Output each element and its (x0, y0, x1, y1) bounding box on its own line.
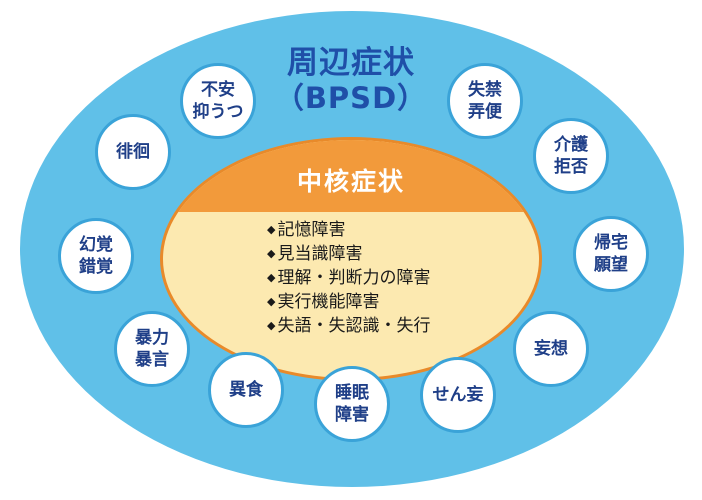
symptom-bubble-care-refusal: 介護 拒否 (533, 118, 609, 194)
core-symptoms-ellipse: 中核症状 ◆記憶障害 ◆見当識障害 ◆理解・判断力の障害 ◆実行機能障害 ◆失語… (160, 137, 542, 381)
peripheral-subtitle: （BPSD） (274, 80, 428, 115)
peripheral-title-block: 周辺症状 （BPSD） (226, 45, 476, 115)
core-title-band (163, 140, 539, 212)
symptom-bubble-delirium: せん妄 (420, 357, 496, 433)
core-symptom-list: ◆記憶障害 ◆見当識障害 ◆理解・判断力の障害 ◆実行機能障害 ◆失語・失認識・… (267, 218, 430, 338)
core-symptom-item: ◆記憶障害 (267, 220, 346, 240)
core-symptom-item: ◆失語・失認識・失行 (267, 316, 431, 336)
symptom-bubble-sleep-disorder: 睡眠 障害 (314, 366, 390, 442)
symptom-bubble-hallucination: 幻覚 錯覚 (58, 218, 134, 294)
core-symptom-item: ◆理解・判断力の障害 (267, 268, 431, 288)
symptom-bubble-pica: 異食 (208, 352, 284, 428)
core-symptom-item: ◆実行機能障害 (267, 292, 380, 312)
symptom-bubble-wandering: 徘徊 (95, 114, 171, 190)
symptom-bubble-going-home: 帰宅 願望 (573, 216, 649, 292)
symptom-bubble-anxiety-depression: 不安 抑うつ (180, 63, 256, 139)
diamond-bullet-icon: ◆ (267, 247, 276, 260)
symptom-bubble-incontinence: 失禁 弄便 (447, 63, 523, 139)
peripheral-title: 周辺症状 (287, 45, 415, 81)
diamond-bullet-icon: ◆ (267, 319, 276, 332)
diamond-bullet-icon: ◆ (267, 271, 276, 284)
core-symptom-item: ◆見当識障害 (267, 244, 363, 264)
core-title: 中核症状 (296, 167, 405, 196)
diamond-bullet-icon: ◆ (267, 295, 276, 308)
diamond-bullet-icon: ◆ (267, 223, 276, 236)
symptom-bubble-violence: 暴力 暴言 (114, 311, 190, 387)
symptom-bubble-delusion: 妄想 (513, 311, 589, 387)
